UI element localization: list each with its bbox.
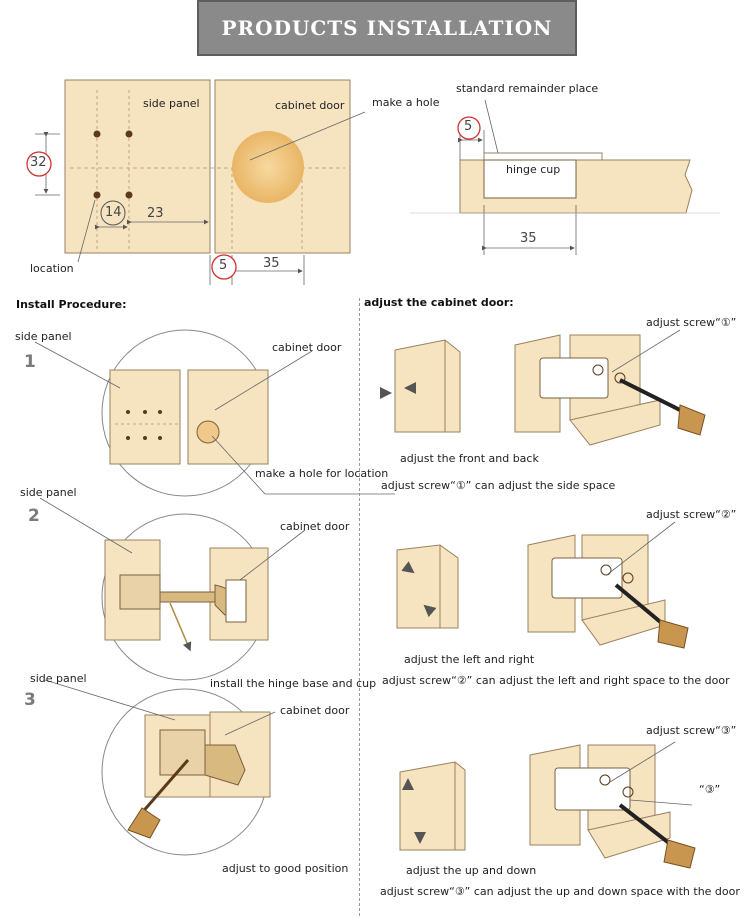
step2-cabinet-door: cabinet door [280, 520, 350, 533]
adjust2-screw-label: adjust screw“②” [646, 508, 737, 521]
step3-caption: adjust to good position [222, 862, 349, 875]
adjust-3-illustration [399, 741, 696, 869]
dim-35-side: 35 [520, 231, 537, 246]
dim-32: 32 [30, 155, 47, 170]
label-make-hole: make a hole [372, 96, 440, 109]
title-banner: PRODUCTS INSTALLATION [197, 0, 577, 56]
cup-hole [232, 131, 304, 203]
install-heading: Install Procedure: [16, 298, 127, 311]
hinge-cup-shape [483, 159, 577, 199]
step1-side-panel: side panel [15, 330, 72, 343]
step2-caption: install the hinge base and cup [210, 677, 377, 690]
page-title: PRODUCTS INSTALLATION [221, 16, 553, 40]
hinge-plate [483, 152, 603, 161]
adjust1-description: adjust screw“①” can adjust the side spac… [381, 479, 616, 492]
dim-23: 23 [147, 206, 164, 221]
adjust2-description: adjust screw“②” can adjust the left and … [382, 674, 730, 687]
step3-number: 3 [24, 690, 36, 710]
adjust3-screw-label: adjust screw“③” [646, 724, 737, 737]
dim-5-circle-side [457, 116, 481, 140]
step-3-illustration [44, 679, 276, 856]
dim-14: 14 [105, 205, 122, 220]
adjust-1-illustration [380, 329, 706, 446]
label-side-panel: side panel [143, 97, 200, 110]
adjust3-description: adjust screw“③” can adjust the up and do… [380, 885, 740, 898]
step-1-illustration [34, 329, 395, 497]
dim-5-circle [211, 254, 237, 280]
column-divider [359, 298, 360, 916]
label-hinge-cup: hinge cup [506, 163, 561, 176]
screw-dot [125, 191, 133, 199]
adjust3-motion: adjust the up and down [406, 864, 537, 877]
screw-dot [93, 191, 101, 199]
adjust1-motion: adjust the front and back [400, 452, 539, 465]
dim-35: 35 [263, 256, 280, 271]
step-2-illustration [39, 497, 306, 681]
step3-cabinet-door: cabinet door [280, 704, 350, 717]
top-view-diagram [26, 79, 366, 285]
step1-caption: make a hole for location [255, 467, 389, 480]
adjust1-screw-label: adjust screw“①” [646, 316, 737, 329]
step1-number: 1 [24, 352, 36, 372]
side-view-diagram [410, 99, 720, 255]
dim-5: 5 [219, 258, 228, 273]
step3-side-panel: side panel [30, 672, 87, 685]
dim-5-side: 5 [464, 119, 473, 134]
step2-side-panel: side panel [20, 486, 77, 499]
step1-cabinet-door: cabinet door [272, 341, 342, 354]
label-cabinet-door: cabinet door [275, 99, 345, 112]
adjust2-motion: adjust the left and right [404, 653, 535, 666]
screw-dot [125, 130, 133, 138]
label-location: location [30, 262, 74, 275]
adjust3-extra-label: “③” [699, 783, 721, 796]
screw-dot [93, 130, 101, 138]
adjust-2-illustration [396, 521, 689, 649]
dim-32-circle [26, 151, 52, 177]
label-standard-remainder: standard remainder place [456, 82, 599, 95]
adjust-heading: adjust the cabinet door: [364, 296, 514, 309]
step2-number: 2 [28, 506, 40, 526]
